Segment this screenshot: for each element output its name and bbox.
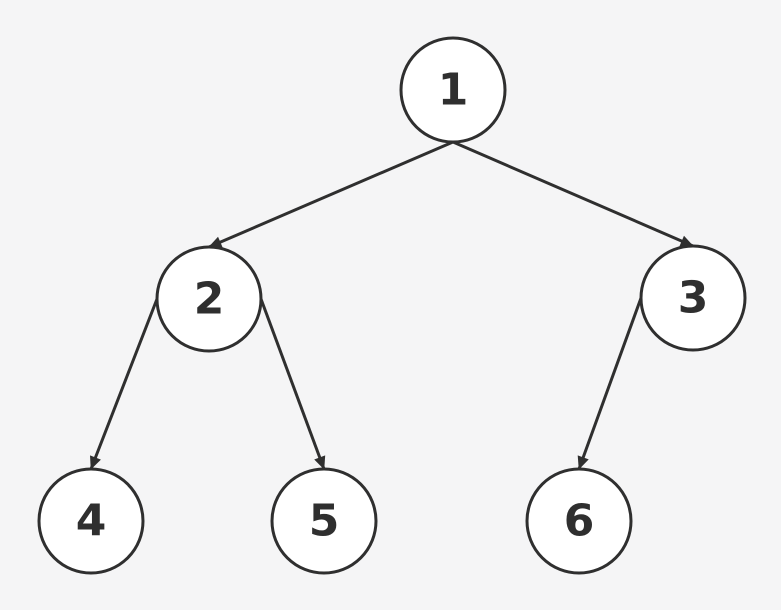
node-label: 6 — [564, 496, 595, 547]
edges-layer — [89, 140, 694, 470]
tree-node-6: 6 — [525, 467, 633, 575]
tree-edge-1-3 — [452, 140, 694, 248]
nodes-layer: 1 2 3 4 5 6 — [37, 36, 747, 575]
tree-node-1: 1 — [399, 36, 507, 144]
node-circle — [399, 36, 507, 144]
tree-node-5: 5 — [270, 467, 378, 575]
node-label: 2 — [194, 274, 225, 325]
node-circle — [639, 244, 747, 352]
node-circle — [525, 467, 633, 575]
node-label: 5 — [309, 496, 340, 547]
tree-edge-2-4 — [89, 298, 159, 470]
node-label: 1 — [438, 65, 469, 116]
tree-node-4: 4 — [37, 467, 145, 575]
tree-edge-1-2 — [208, 140, 454, 249]
tree-node-3: 3 — [639, 244, 747, 352]
node-label: 4 — [76, 496, 107, 547]
node-circle — [155, 245, 263, 353]
tree-node-2: 2 — [155, 245, 263, 353]
tree-edge-2-5 — [259, 298, 326, 470]
node-circle — [270, 467, 378, 575]
tree-edge-3-6 — [577, 297, 643, 470]
node-label: 3 — [678, 273, 709, 324]
node-circle — [37, 467, 145, 575]
